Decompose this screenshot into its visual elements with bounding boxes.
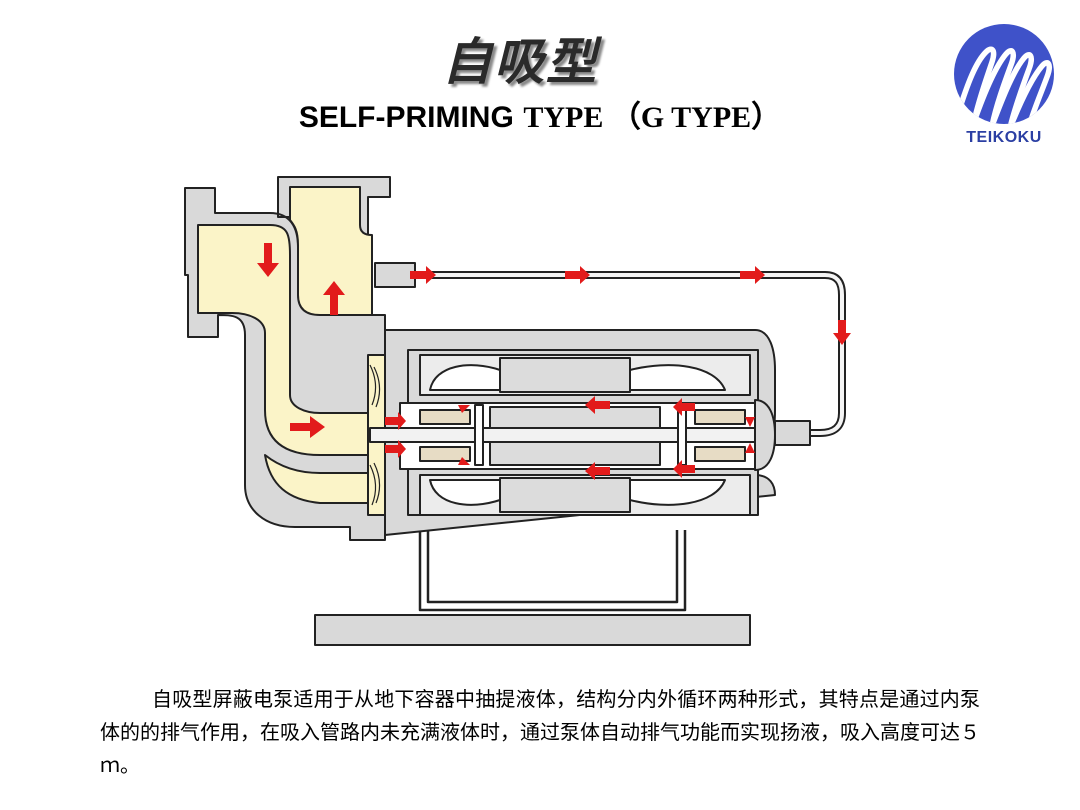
teikoku-logo-icon xyxy=(954,24,1054,124)
flow-arrows xyxy=(257,243,851,480)
shaft xyxy=(369,427,766,443)
pump-cross-section-diagram xyxy=(184,176,851,646)
base-plate xyxy=(314,614,751,646)
support-frame xyxy=(418,530,687,612)
discharge-channel xyxy=(289,186,373,316)
pipe-fitting-front xyxy=(374,262,416,288)
front-bearing-lower xyxy=(419,446,471,462)
pipe-fitting-rear xyxy=(774,420,811,446)
rear-bearing-lower xyxy=(694,446,746,462)
subtitle-type: TYPE （G TYPE） xyxy=(523,101,782,134)
rear-bearing-upper xyxy=(694,409,746,425)
winding-lower-left xyxy=(429,479,501,506)
front-bearing-upper xyxy=(419,409,471,425)
page-title: 自吸型 xyxy=(442,33,598,91)
logo-text: TEIKOKU xyxy=(966,129,1042,146)
subtitle-self-priming: SELF-PRIMING xyxy=(298,101,514,134)
suction-channel xyxy=(197,224,376,456)
stator-core-upper xyxy=(499,357,631,393)
thrust-collar-front xyxy=(474,404,484,466)
winding-upper-right xyxy=(629,364,726,391)
stator-core-lower xyxy=(499,477,631,513)
page-subtitle: SELF-PRIMING TYPE （G TYPE） xyxy=(0,92,1080,136)
impeller-vanes xyxy=(369,364,381,506)
lower-volute xyxy=(264,454,371,504)
description-text: 自吸型屏蔽电泵适用于从地下容器中抽提液体，结构分内外循环两种形式，其特点是通过内… xyxy=(100,687,980,777)
winding-upper-left xyxy=(429,364,501,391)
winding-lower-right xyxy=(629,479,726,506)
